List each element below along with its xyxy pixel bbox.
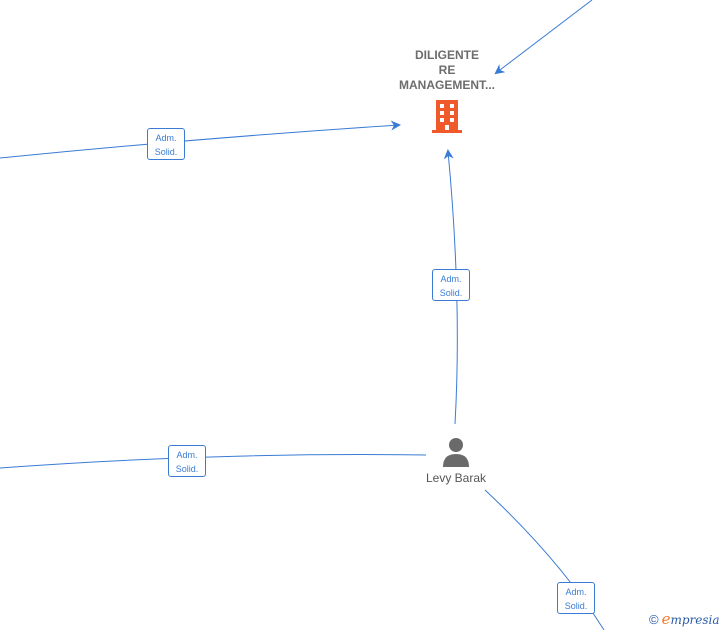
edge-label-line1: Adm. <box>176 450 198 460</box>
edge-label-line2: Solid. <box>175 464 199 474</box>
brand-e: e <box>661 610 671 628</box>
empresia-logo: ©empresia <box>649 610 720 628</box>
person-icon <box>443 438 469 467</box>
edge-label-line2: Solid. <box>439 288 463 298</box>
person-node[interactable]: Levy Barak <box>406 436 506 485</box>
edge-left-company <box>0 120 401 159</box>
company-node[interactable]: DILIGENTE RE MANAGEMENT... <box>387 48 507 134</box>
edge-label-line2: Solid. <box>154 147 178 157</box>
edge-label-line2: Solid. <box>564 601 588 611</box>
edge-top-right <box>494 0 593 75</box>
edge-label-line1: Adm. <box>565 587 587 597</box>
edge-label-left-person[interactable]: Adm. Solid. <box>168 445 206 477</box>
edge-label-person-company[interactable]: Adm. Solid. <box>432 269 470 301</box>
edge-label-person-bottom[interactable]: Adm. Solid. <box>557 582 595 614</box>
company-name: DILIGENTE RE MANAGEMENT... <box>399 48 495 92</box>
building-icon <box>432 100 462 133</box>
brand-rest: mpresia <box>670 613 720 627</box>
edge-left-person <box>0 454 427 469</box>
edge-label-line1: Adm. <box>155 133 177 143</box>
person-name: Levy Barak <box>425 471 487 485</box>
edge-label-line1: Adm. <box>440 274 462 284</box>
copyright-symbol: © <box>649 612 659 627</box>
edge-label-left-company[interactable]: Adm. Solid. <box>147 128 185 160</box>
